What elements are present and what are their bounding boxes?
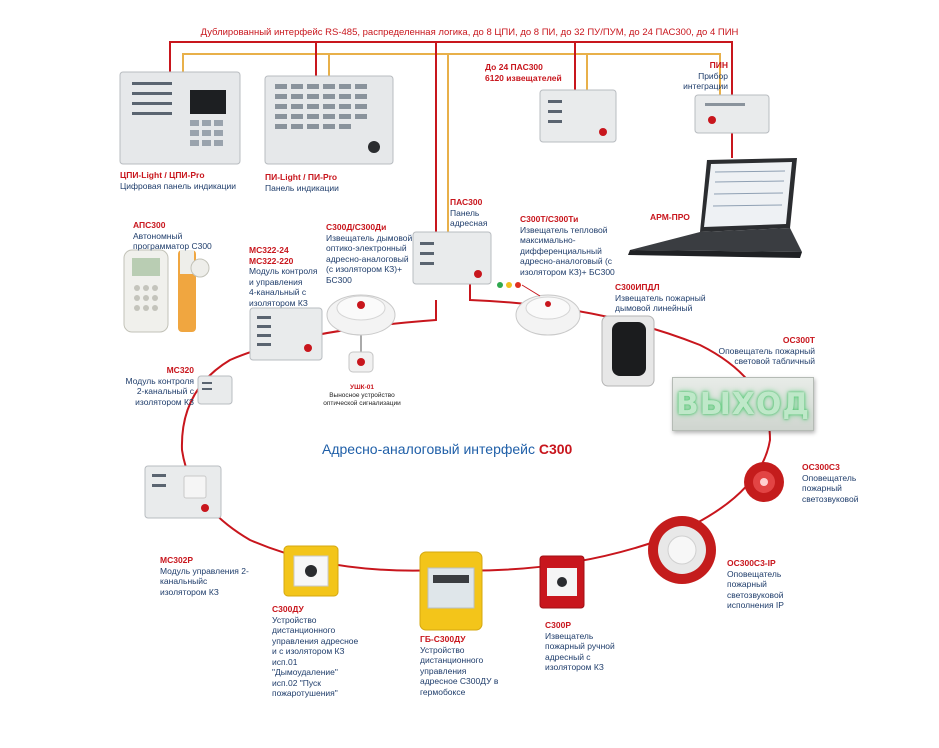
label-gb-s300du: ГБ-С300ДУ Устройство дистанционного упра… <box>420 634 498 697</box>
label-pas-top: До 24 ПАС300 6120 извещателей <box>485 62 562 83</box>
ms322-title: МС322-24 МС322-220 <box>249 245 294 266</box>
label-ms320: МС320 Модуль контроля 2-канальный с изол… <box>110 365 194 407</box>
label-pin: ПИН Прибор интеграции <box>670 60 728 92</box>
ushk-title: УШК-01 <box>350 384 374 391</box>
ms320-title: МС320 <box>166 365 194 375</box>
label-aps: АПС300 Автономный программатор С300 <box>133 220 212 252</box>
ring-title-prefix: Адресно-аналоговый интерфейс <box>322 441 539 457</box>
s300d-title: С300Д/С300Ди <box>326 222 387 232</box>
pas300-desc: Панель адресная <box>450 207 488 229</box>
ms302r-image <box>144 465 222 519</box>
pas300-image <box>412 231 492 285</box>
s300t-desc: Извещатель тепловой максимально- диффере… <box>520 224 615 277</box>
label-ms302r: МС302Р Модуль управления 2- канальныйс и… <box>160 555 249 597</box>
aps-programmer-image <box>123 249 210 333</box>
s300d-detector-image <box>326 294 396 336</box>
pas300-title: ПАС300 <box>450 197 483 207</box>
s300ipdl-desc: Извещатель пожарный дымовой линейный <box>615 292 706 314</box>
aps-title: АПС300 <box>133 220 166 230</box>
aps-desc: Автономный программатор С300 <box>133 230 212 252</box>
os300s3ip-title: ОС300С3-IP <box>727 558 776 568</box>
s300du-image <box>283 545 339 597</box>
pin-desc: Прибор интеграции <box>683 70 728 92</box>
label-s300du: С300ДУ Устройство дистанционного управле… <box>272 604 358 699</box>
exit-sign: ВЫХОД <box>672 377 814 431</box>
gb-s300du-desc: Устройство дистанционного управления адр… <box>420 644 499 697</box>
ms320-image <box>197 375 233 405</box>
pi-desc: Панель индикации <box>265 182 339 193</box>
label-ms322: МС322-24 МС322-220 Модуль контроля и упр… <box>249 245 317 308</box>
pin-image <box>694 94 770 134</box>
s300ipdl-title: С300ИПДЛ <box>615 282 660 292</box>
s300t-title: С300Т/С300Ти <box>520 214 579 224</box>
ms302r-desc: Модуль управления 2- канальныйс изолятор… <box>160 565 249 597</box>
s300r-desc: Извещатель пожарный ручной адресный с из… <box>545 630 615 673</box>
os300t-desc: Оповещатель пожарный световой табличный <box>718 345 815 367</box>
label-ushk: УШК-01 Выносное устройство оптической си… <box>312 384 412 408</box>
label-arm: АРМ-ПРО <box>650 212 690 223</box>
s300du-title: С300ДУ <box>272 604 304 614</box>
pas-top-title: До 24 ПАС300 6120 извещателей <box>485 62 562 83</box>
label-pi: ПИ-Light / ПИ-Pro Панель индикации <box>265 172 339 193</box>
pi-panel-image <box>264 75 394 165</box>
ring-title-bold: С300 <box>538 441 573 457</box>
cpi-title: ЦПИ-Light / ЦПИ-Pro <box>120 170 205 180</box>
label-s300ipdl: С300ИПДЛ Извещатель пожарный дымовой лин… <box>615 282 706 314</box>
pin-title: ПИН <box>709 60 728 70</box>
label-os300s3ip: ОС300С3-IP Оповещатель пожарный светозву… <box>727 558 784 611</box>
ms322-image <box>249 307 323 361</box>
s300r-title: С300Р <box>545 620 571 630</box>
os300s3ip-desc: Оповещатель пожарный светозвуковой испол… <box>727 568 784 611</box>
label-cpi: ЦПИ-Light / ЦПИ-Pro Цифровая панель инди… <box>120 170 236 191</box>
laptop-image <box>628 158 802 258</box>
label-pas300: ПАС300 Панель адресная <box>450 197 487 229</box>
ms320-desc: Модуль контроля 2-канальный с изолятором… <box>125 375 194 407</box>
pas-top-image <box>539 89 617 143</box>
bus-title: Дублированный интерфейс RS-485, распреде… <box>200 27 739 38</box>
cpi-desc: Цифровая панель индикации <box>120 180 236 191</box>
s300d-desc: Извещатель дымовой оптико-электронный ад… <box>326 232 413 285</box>
ms302r-title: МС302Р <box>160 555 194 565</box>
ring-title: Адресно-аналоговый интерфейс С300 <box>322 441 572 457</box>
label-s300d: С300Д/С300Ди Извещатель дымовой оптико-э… <box>326 222 412 285</box>
pi-title: ПИ-Light / ПИ-Pro <box>265 172 338 182</box>
label-os300s3: ОС300С3 Оповещатель пожарный светозвуков… <box>802 462 858 504</box>
gb-s300du-title: ГБ-С300ДУ <box>420 634 466 644</box>
os300t-title: ОС300Т <box>782 335 815 345</box>
label-s300t: С300Т/С300Ти Извещатель тепловой максима… <box>520 214 615 277</box>
cpi-panel-image <box>119 71 241 165</box>
os300s3-desc: Оповещатель пожарный светозвуковой <box>802 472 859 504</box>
os300s3-image <box>744 462 784 502</box>
label-os300t: ОС300Т Оповещатель пожарный световой таб… <box>700 335 815 367</box>
s300t-detector-image <box>497 282 581 336</box>
gb-s300du-image <box>419 551 483 631</box>
arm-title: АРМ-ПРО <box>650 212 690 222</box>
ushk-image <box>348 351 374 373</box>
ushk-desc: Выносное устройство оптической сигнализа… <box>323 392 401 407</box>
os300s3-title: ОС300С3 <box>802 462 840 472</box>
s300r-image <box>539 555 585 609</box>
label-s300r: С300Р Извещатель пожарный ручной адресны… <box>545 620 615 673</box>
ms322-desc: Модуль контроля и управления 4-канальный… <box>249 266 318 308</box>
s300du-desc: Устройство дистанционного управления адр… <box>272 614 359 699</box>
s300ipdl-image <box>601 315 655 387</box>
os300s3ip-image <box>648 516 716 584</box>
